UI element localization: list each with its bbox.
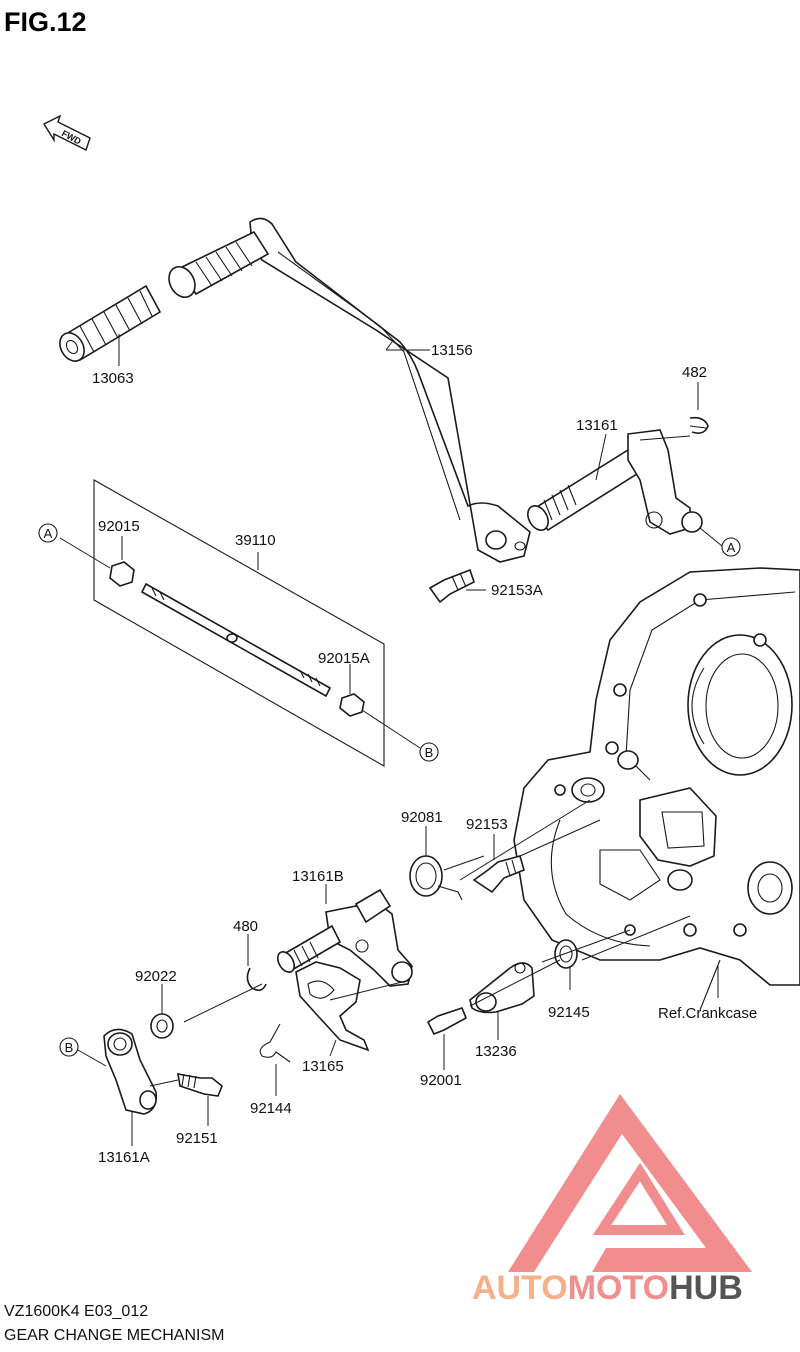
label-ref-crankcase: Ref.Crankcase xyxy=(658,1005,757,1022)
watermark-text: AUTOMOTOHUB xyxy=(472,1269,743,1307)
bolt-92001-drawing xyxy=(426,1007,468,1036)
label-92015a: 92015A xyxy=(318,650,370,667)
label-13063: 13063 xyxy=(92,370,134,387)
leader-lines xyxy=(59,334,723,1146)
label-13165: 13165 xyxy=(302,1058,344,1075)
label-92081: 92081 xyxy=(401,809,443,826)
spring-92081-drawing xyxy=(409,855,463,901)
svg-text:B: B xyxy=(425,745,434,760)
washer-92022-drawing xyxy=(150,1013,174,1039)
spring-92145-drawing xyxy=(554,939,578,969)
label-92144: 92144 xyxy=(250,1100,292,1117)
bolt-92151-drawing xyxy=(177,1073,223,1097)
ref-circle-b-left: B xyxy=(59,1037,79,1057)
ref-circle-a-right: A xyxy=(721,537,741,557)
tie-rod-39110-drawing xyxy=(93,479,385,767)
model-code: VZ1600K4 E03_012 xyxy=(4,1303,148,1320)
watermark-logo xyxy=(508,1094,752,1272)
label-13236: 13236 xyxy=(475,1043,517,1060)
svg-text:B: B xyxy=(65,1040,74,1055)
plate-13165-drawing xyxy=(295,961,370,1052)
bolt-92153-drawing xyxy=(472,855,525,894)
label-13161a: 13161A xyxy=(98,1149,150,1166)
nut-92015-icon xyxy=(109,561,135,587)
pedal-13156-drawing xyxy=(168,217,531,563)
ref-circle-b-right: B xyxy=(419,742,439,762)
svg-text:A: A xyxy=(727,540,736,555)
crankcase-drawing xyxy=(513,567,800,1011)
section-name: GEAR CHANGE MECHANISM xyxy=(4,1327,224,1344)
label-482: 482 xyxy=(682,364,707,381)
label-480: 480 xyxy=(233,918,258,935)
label-13161b: 13161B xyxy=(292,868,344,885)
svg-text:A: A xyxy=(44,526,53,541)
lever-13161a-drawing xyxy=(103,1028,158,1115)
figure-title: FIG.12 xyxy=(4,7,87,37)
shaft-13161b-drawing xyxy=(277,888,413,987)
label-92151: 92151 xyxy=(176,1130,218,1147)
footpeg-rubber-13063-drawing xyxy=(59,284,162,362)
label-92145: 92145 xyxy=(548,1004,590,1021)
shift-shaft-13161-drawing xyxy=(527,416,709,535)
arm-13236-drawing xyxy=(469,962,535,1014)
label-92022: 92022 xyxy=(135,968,177,985)
label-92001: 92001 xyxy=(420,1072,462,1089)
spring-92144-drawing xyxy=(259,1023,291,1063)
label-92153a: 92153A xyxy=(491,582,543,599)
label-39110: 39110 xyxy=(235,532,276,549)
label-92153: 92153 xyxy=(466,816,508,833)
bolt-92153a-drawing xyxy=(428,568,475,604)
label-13156: 13156 xyxy=(431,342,473,359)
label-92015: 92015 xyxy=(98,518,140,535)
fwd-arrow-icon: FWD xyxy=(42,114,91,151)
ref-circle-a-left: A xyxy=(38,523,58,543)
label-13161: 13161 xyxy=(576,417,618,434)
nut-92015a-icon xyxy=(339,693,365,717)
